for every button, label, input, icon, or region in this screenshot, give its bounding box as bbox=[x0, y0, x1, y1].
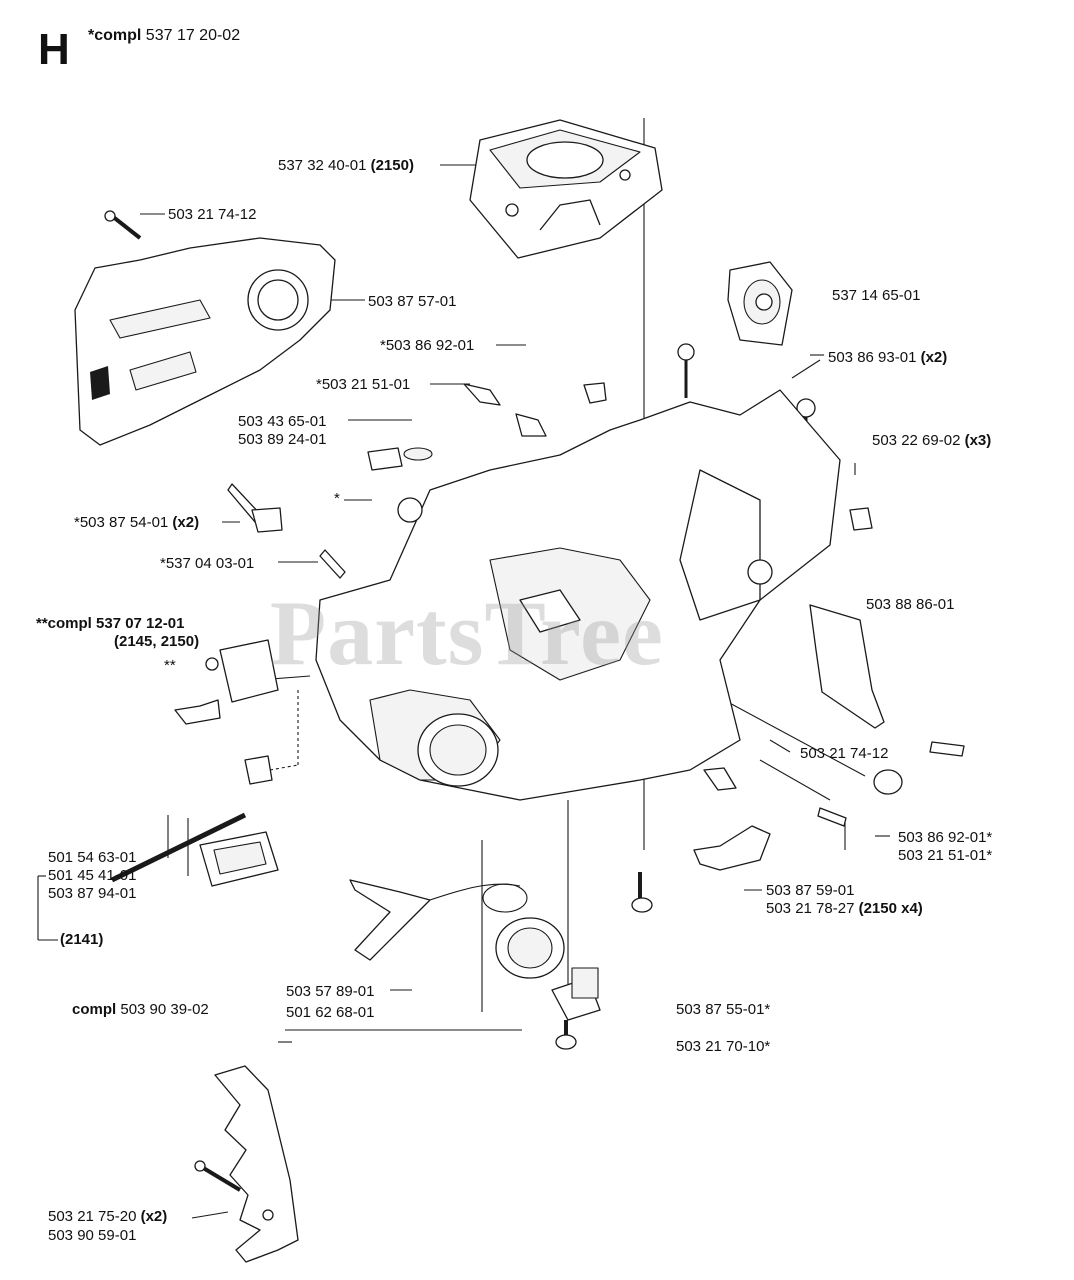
part-label-10: 503 22 69-02 (x3) bbox=[872, 432, 992, 449]
part-label-5: *503 86 92-01 bbox=[380, 337, 475, 354]
part-label-33: 503 90 59-01 bbox=[48, 1227, 137, 1244]
part-label-6: 503 86 93-01 (x2) bbox=[828, 349, 948, 366]
right-cover-part bbox=[693, 507, 965, 871]
part-label-3: 503 87 57-01 bbox=[368, 293, 457, 310]
part-label-11: * bbox=[334, 490, 340, 507]
part-label-24: (2141) bbox=[60, 931, 104, 948]
part-label-8: 503 43 65-01 bbox=[238, 413, 327, 430]
header-prefix: *compl bbox=[88, 27, 142, 44]
tank-cap-part bbox=[349, 879, 565, 979]
section-letter: H bbox=[38, 25, 70, 74]
crankcase-main-part bbox=[315, 389, 841, 801]
part-label-28: 501 62 68-01 bbox=[286, 1004, 375, 1021]
part-label-21: 503 87 94-01 bbox=[48, 885, 137, 902]
tensioner-part bbox=[110, 639, 279, 887]
filter-part bbox=[727, 261, 793, 346]
part-label-18: 503 21 74-12 bbox=[800, 745, 889, 762]
part-label-32: 503 21 75-20 (x2) bbox=[48, 1208, 168, 1225]
small-fastener-parts bbox=[227, 383, 547, 579]
part-label-2: 503 21 74-12 bbox=[168, 206, 257, 223]
part-label-30: 503 87 55-01* bbox=[676, 1001, 771, 1018]
part-label-26: 503 21 78-27 (2150 x4) bbox=[766, 900, 923, 917]
part-label-12: *503 87 54-01 (x2) bbox=[74, 514, 200, 531]
part-label-4: 537 14 65-01 bbox=[832, 287, 921, 304]
part-label-14: 503 88 86-01 bbox=[866, 596, 955, 613]
part-label-25: 503 87 59-01 bbox=[766, 882, 855, 899]
part-label-15: **compl 537 07 12-01 bbox=[36, 615, 185, 632]
screw-part-1 bbox=[104, 210, 142, 240]
side-cover-part bbox=[74, 237, 336, 446]
part-label-23: 503 21 51-01* bbox=[898, 847, 993, 864]
part-label-7: *503 21 51-01 bbox=[316, 376, 411, 393]
part-label-1: 537 32 40-01 (2150) bbox=[278, 157, 414, 174]
cylinder-cover-part bbox=[469, 119, 663, 259]
bumper-spike-part bbox=[194, 1065, 299, 1263]
part-label-29: compl 503 90 39-02 bbox=[72, 1001, 209, 1018]
bottom-parts bbox=[551, 872, 653, 1050]
part-label-19: 501 54 63-01 bbox=[48, 849, 137, 866]
assembly-header: *compl 537 17 20-02 bbox=[88, 27, 240, 45]
part-label-16: (2145, 2150) bbox=[114, 633, 200, 650]
part-label-9: 503 89 24-01 bbox=[238, 431, 327, 448]
part-label-13: *537 04 03-01 bbox=[160, 555, 255, 572]
header-number: 537 17 20-02 bbox=[145, 27, 241, 44]
part-label-31: 503 21 70-10* bbox=[676, 1038, 771, 1055]
part-label-27: 503 57 89-01 bbox=[286, 983, 375, 1000]
part-label-20: 501 45 41-01 bbox=[48, 867, 137, 884]
watermark: PartsTree bbox=[270, 582, 664, 684]
part-label-22: 503 86 92-01* bbox=[898, 829, 993, 846]
part-label-17: ** bbox=[164, 657, 176, 674]
